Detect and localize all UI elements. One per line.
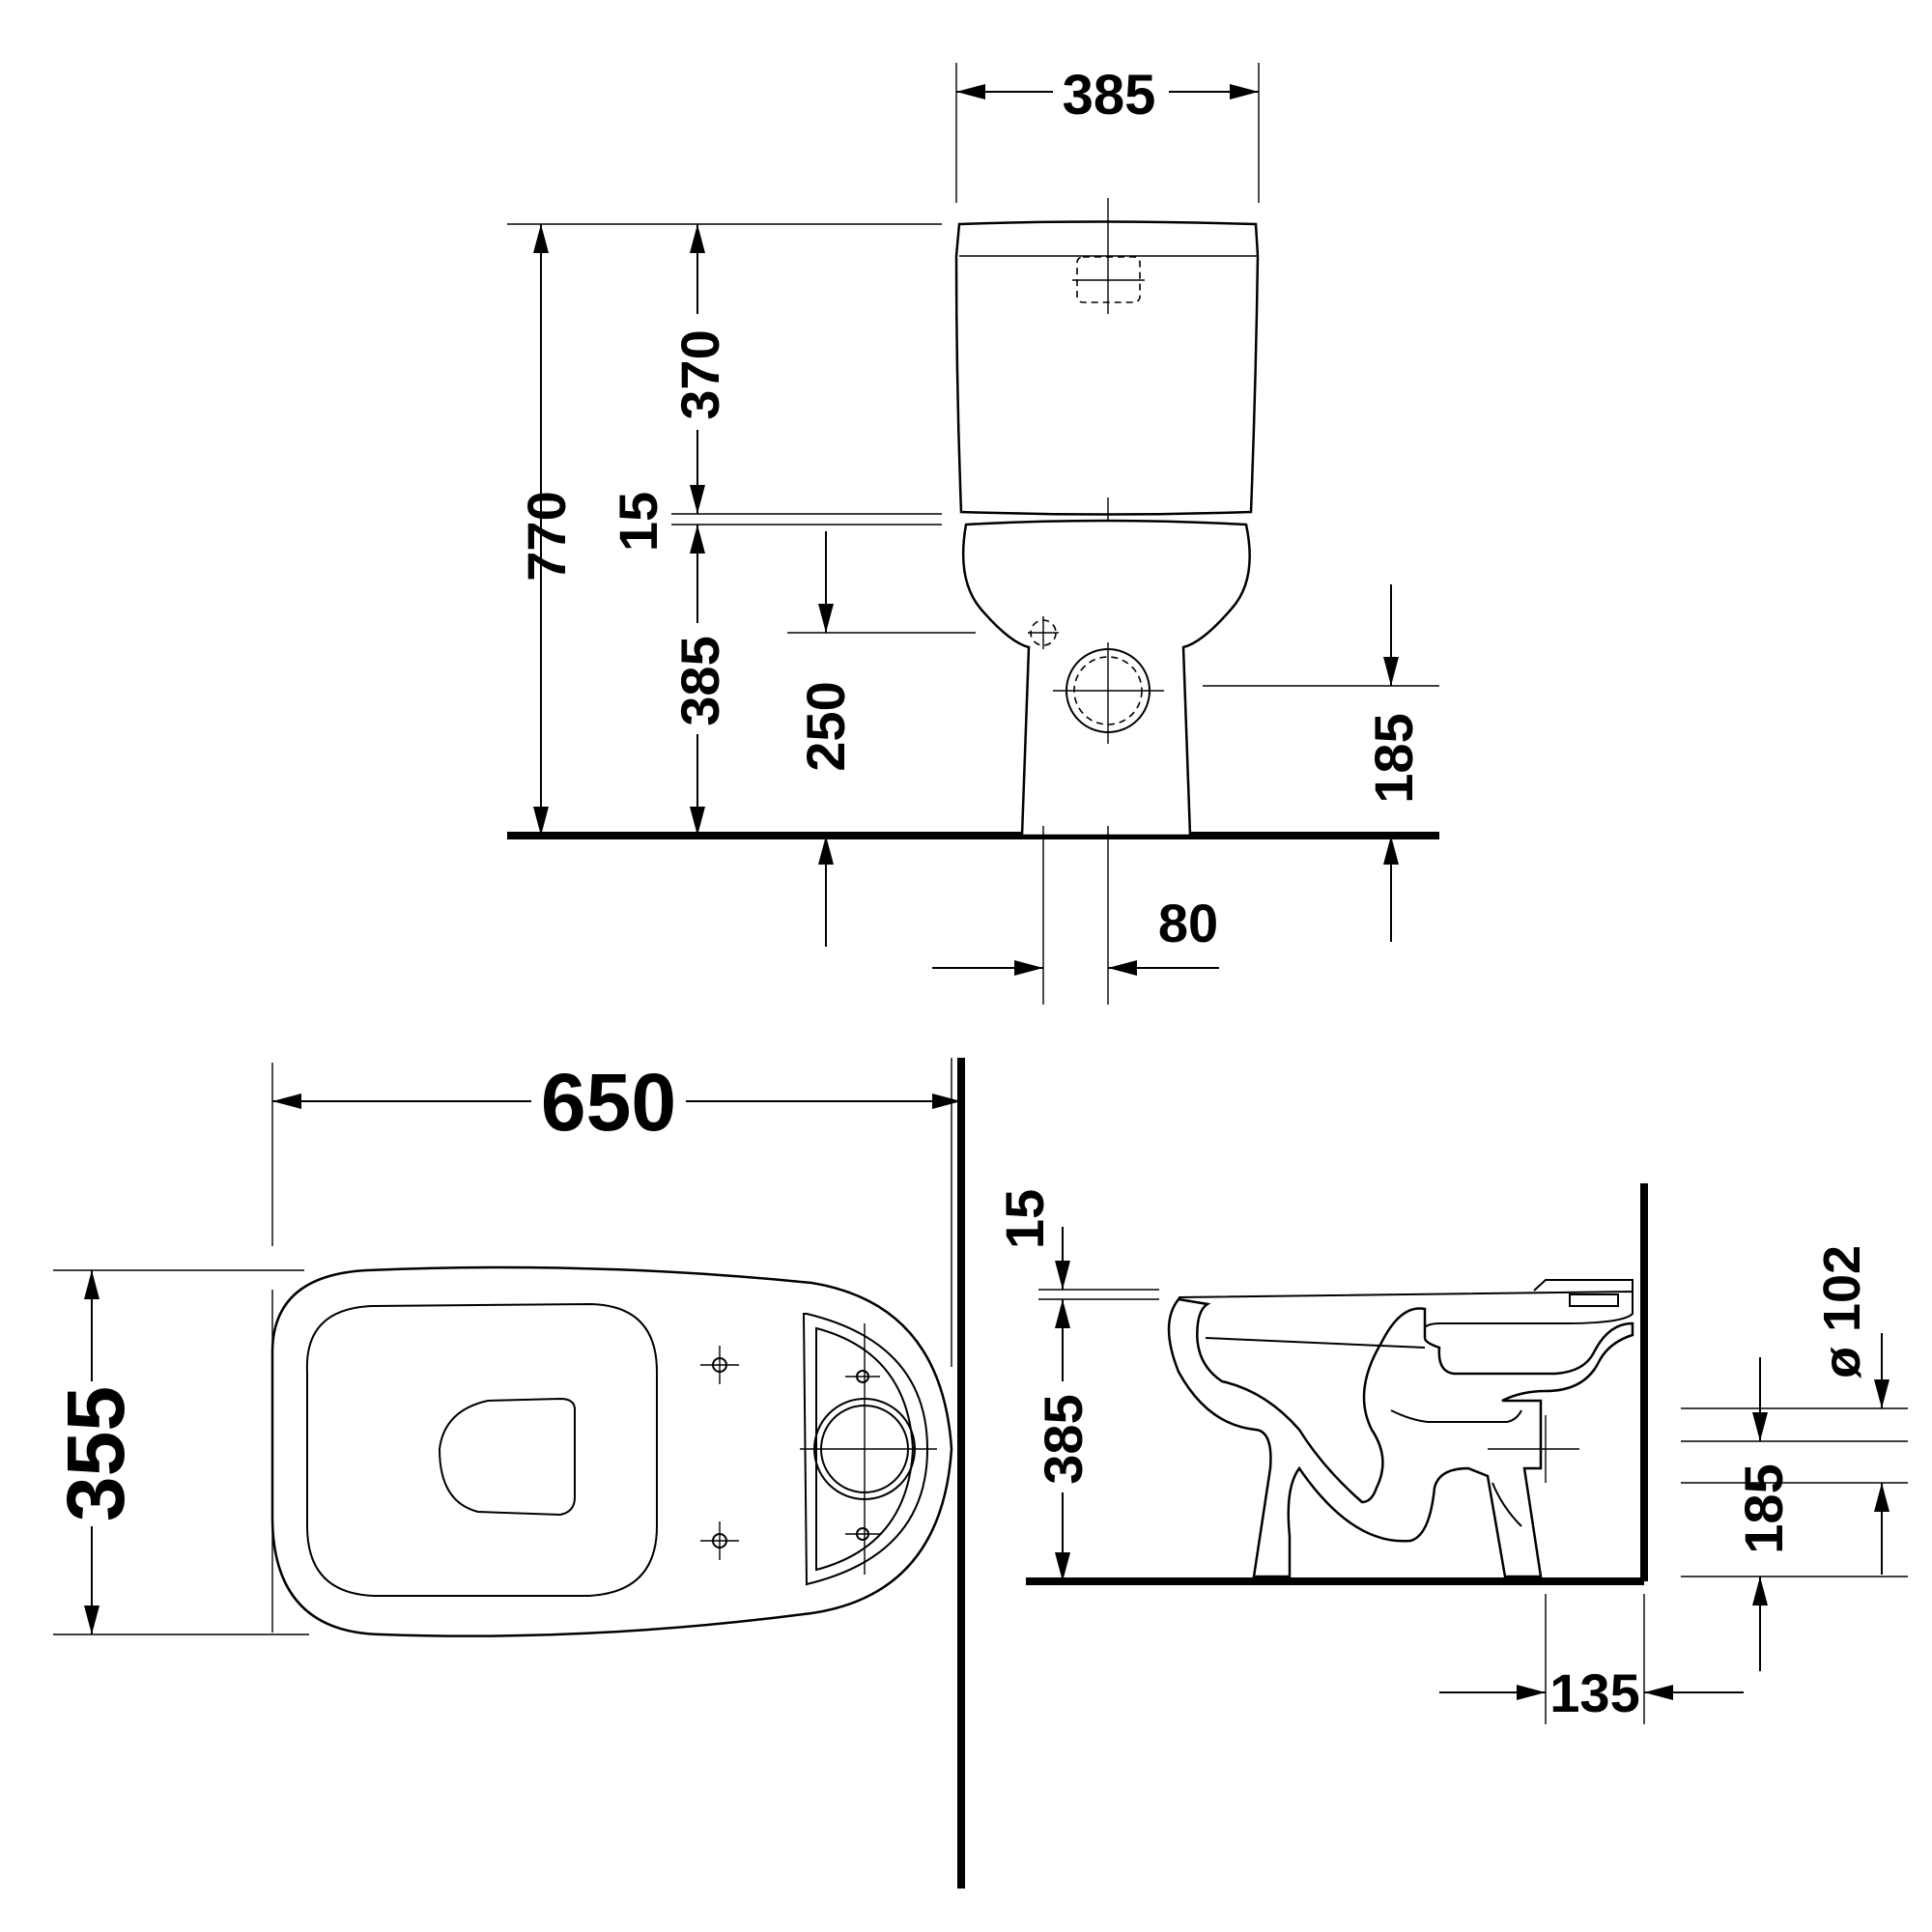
- arrow: [1230, 84, 1259, 99]
- dim-rim-height: 385: [1033, 1394, 1094, 1484]
- arrow: [1055, 1552, 1070, 1581]
- arrow: [1644, 1685, 1673, 1700]
- arrow: [818, 836, 834, 865]
- arrow: [1055, 1261, 1070, 1290]
- arrow: [533, 807, 549, 836]
- label-bg: [676, 314, 721, 430]
- bowl-side-body: [1167, 1297, 1634, 1578]
- top-view: 650 355: [50, 1057, 965, 1889]
- arrow: [690, 525, 705, 554]
- cistern: [954, 220, 1260, 516]
- side-view: 15 385 ø 102 185 135: [994, 1183, 1908, 1724]
- bowl: [961, 519, 1251, 838]
- label-bg: [676, 623, 721, 734]
- arrow: [1752, 1577, 1768, 1605]
- arrow: [1055, 1299, 1070, 1328]
- hinge: [1533, 1279, 1634, 1292]
- front-view: 385 770 370 15 385 250 185: [507, 63, 1439, 1005]
- arrow: [1108, 960, 1137, 976]
- arrow: [84, 1605, 99, 1634]
- label-bg: [1041, 1381, 1086, 1492]
- dim-side-gap: 15: [994, 1189, 1055, 1249]
- arrow: [690, 807, 705, 836]
- arrow: [533, 224, 549, 253]
- rim-inner-line: [1205, 1337, 1426, 1349]
- arrow: [690, 485, 705, 514]
- hinge-detail: [1569, 1293, 1619, 1307]
- arrow: [1383, 657, 1399, 686]
- dim-front-gap: 15: [608, 492, 668, 552]
- arrow: [1383, 836, 1399, 865]
- bowl-opening: [438, 1397, 576, 1517]
- arrow: [84, 1270, 99, 1299]
- dim-front-outlet-height: 185: [1363, 713, 1424, 803]
- toilet-outline-top: [270, 1265, 953, 1637]
- dim-front-width: 385: [1063, 64, 1156, 127]
- dim-width: 355: [50, 1386, 141, 1521]
- arrow: [1517, 1685, 1546, 1700]
- arrow: [690, 224, 705, 253]
- dim-outlet-diameter: ø 102: [1813, 1245, 1871, 1378]
- dim-inlet-height: 250: [795, 681, 856, 771]
- dim-wall-distance: 135: [1549, 1662, 1639, 1723]
- arrow: [1874, 1483, 1889, 1512]
- seat-outline: [305, 1302, 658, 1597]
- dim-length: 650: [541, 1057, 676, 1148]
- arrow: [1014, 960, 1043, 976]
- arrow: [272, 1094, 301, 1109]
- arrow: [932, 1094, 961, 1109]
- arrow: [956, 84, 985, 99]
- dim-front-height: 770: [516, 491, 577, 581]
- dim-cistern-height: 370: [669, 329, 730, 419]
- dim-side-outlet-height: 185: [1733, 1463, 1794, 1553]
- arrow: [818, 604, 834, 633]
- dim-outlet-offset: 80: [1158, 893, 1218, 953]
- arrow: [1752, 1412, 1768, 1441]
- arrow: [1874, 1379, 1889, 1408]
- dim-bowl-height: 385: [669, 636, 730, 725]
- foot-line: [1492, 1482, 1522, 1527]
- trap-line: [1390, 1409, 1522, 1423]
